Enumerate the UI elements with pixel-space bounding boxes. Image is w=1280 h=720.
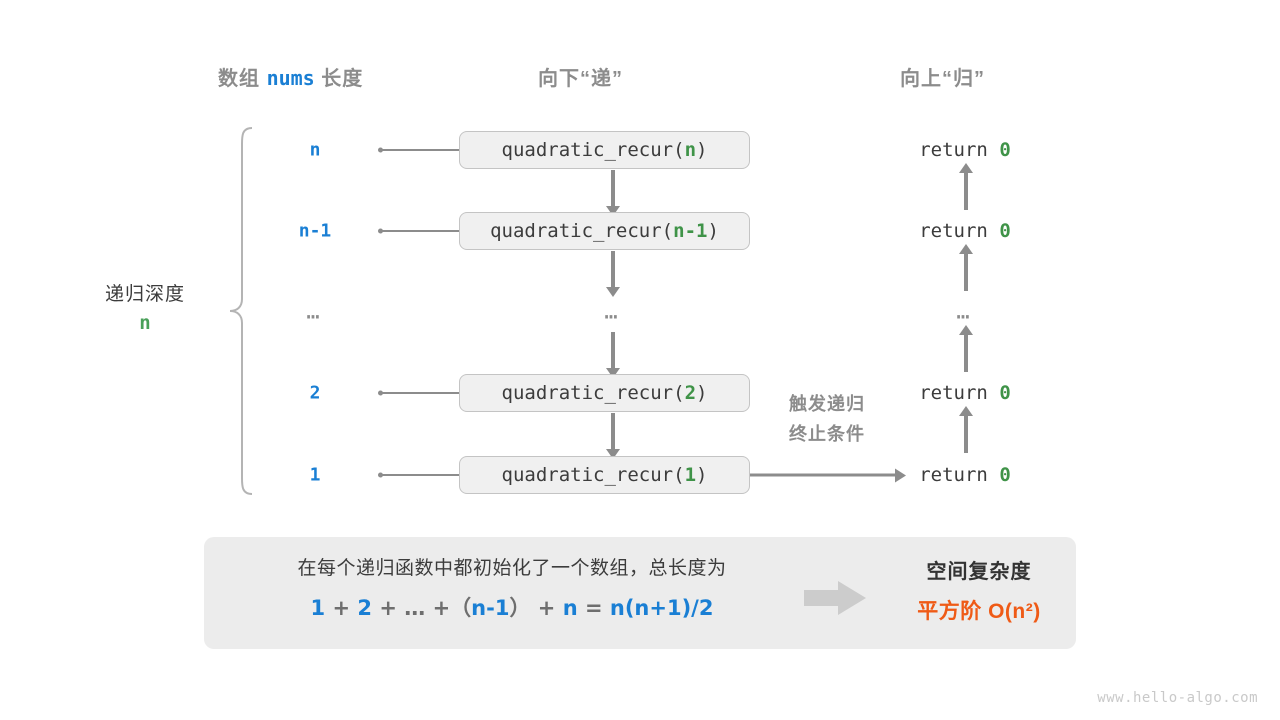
recursion-depth-title: 递归深度 — [104, 284, 185, 305]
return-value-4: 0 — [999, 464, 1011, 486]
array-length-row-4: 1 — [309, 464, 321, 486]
call-box-suffix-3: ) — [696, 382, 708, 404]
call-box-row-0: quadratic_recur(n) — [459, 131, 750, 169]
termination-note-line2: 终止条件 — [789, 423, 865, 444]
ascend-arrow-3 — [959, 406, 973, 453]
base-case-arrow — [750, 468, 906, 482]
call-box-prefix-4: quadratic_recur( — [501, 464, 685, 486]
return-keyword-3: return — [919, 382, 988, 404]
termination-note-line1: 触发递归 — [789, 394, 865, 414]
formula-op-3: + — [432, 596, 451, 620]
connector-row-3 — [380, 392, 462, 394]
formula-term-5: n — [562, 596, 578, 620]
array-length-row-1: n-1 — [298, 220, 332, 242]
call-box-suffix-1: ) — [707, 220, 719, 242]
call-box-prefix-3: quadratic_recur( — [501, 382, 685, 404]
call-box-row-4: quadratic_recur(1) — [459, 456, 750, 494]
summary-panel: 在每个递归函数中都初始化了一个数组，总长度为 1 + 2 + … +（n-1） … — [204, 537, 1076, 649]
return-row-4: return 0 — [865, 464, 1065, 486]
formula-term-1: 1 — [310, 596, 326, 620]
complexity-title: 空间复杂度 — [926, 561, 1032, 583]
call-box-arg-3: 2 — [684, 382, 697, 404]
formula-term-4: n-1 — [471, 596, 510, 620]
connector-row-0 — [380, 149, 462, 151]
call-box-arg-4: 1 — [684, 464, 697, 486]
termination-note: 触发递归 终止条件 — [752, 390, 902, 449]
return-row-3: return 0 — [865, 382, 1065, 404]
watermark: www.hello-algo.com — [1097, 690, 1258, 706]
depth-brace — [229, 127, 253, 495]
summary-right: 空间复杂度 平方阶 O(n²) — [884, 555, 1074, 625]
connector-row-4 — [380, 474, 462, 476]
right-block-arrow-icon — [804, 581, 866, 615]
recursion-depth-value: n — [139, 312, 151, 335]
connector-row-1 — [380, 230, 462, 232]
formula-term-3: … — [404, 596, 426, 620]
descend-arrow-2 — [606, 332, 620, 378]
formula-result: n(n+1)/2 — [609, 596, 714, 620]
return-value-0: 0 — [999, 139, 1011, 161]
ascend-arrow-2 — [959, 325, 973, 372]
ascend-arrow-1 — [959, 244, 973, 291]
call-box-prefix-0: quadratic_recur( — [501, 139, 685, 161]
return-keyword-4: return — [919, 464, 988, 486]
formula-equals: = — [584, 596, 603, 620]
descend-arrow-3 — [606, 413, 620, 459]
complexity-value: 平方阶 O(n²) — [917, 600, 1041, 623]
return-row-0: return 0 — [865, 139, 1065, 161]
descend-arrow-0 — [606, 170, 620, 216]
formula-op-4: + — [537, 596, 556, 620]
formula-paren-close: ） — [509, 596, 531, 620]
return-row-1: return 0 — [865, 220, 1065, 242]
return-keyword-1: return — [919, 220, 988, 242]
header-array-prefix: 数组 — [218, 68, 260, 90]
call-box-arg-1: n-1 — [673, 220, 708, 242]
header-ascend: 向上“归” — [900, 68, 985, 90]
call-box-arg-0: n — [684, 139, 697, 161]
array-length-row-0: n — [309, 139, 321, 161]
formula-op-1: + — [332, 596, 351, 620]
return-value-1: 0 — [999, 220, 1011, 242]
return-value-3: 0 — [999, 382, 1011, 404]
call-box-row-2: … — [604, 299, 622, 325]
call-box-prefix-1: quadratic_recur( — [490, 220, 674, 242]
header-array-suffix: 长度 — [321, 68, 364, 90]
recursion-depth-label: 递归深度 n — [55, 280, 235, 339]
return-keyword-0: return — [919, 139, 988, 161]
summary-formula: 1 + 2 + … +（n-1） + n = n(n+1)/2 — [232, 592, 792, 622]
header-descend: 向下“递” — [538, 68, 623, 90]
summary-description: 在每个递归函数中都初始化了一个数组，总长度为 — [297, 558, 727, 579]
call-box-suffix-4: ) — [696, 464, 708, 486]
summary-left: 在每个递归函数中都初始化了一个数组，总长度为 1 + 2 + … +（n-1） … — [232, 553, 792, 622]
ascend-arrow-0 — [959, 163, 973, 210]
call-box-row-1: quadratic_recur(n-1) — [459, 212, 750, 250]
array-length-row-2: … — [306, 299, 324, 325]
return-row-2: … — [956, 299, 974, 325]
array-length-row-3: 2 — [309, 382, 321, 404]
call-box-row-3: quadratic_recur(2) — [459, 374, 750, 412]
formula-term-2: 2 — [357, 596, 373, 620]
descend-arrow-1 — [606, 251, 620, 297]
call-box-suffix-0: ) — [696, 139, 708, 161]
header-array-length: 数组 nums 长度 — [218, 62, 363, 91]
header-array-nums: nums — [266, 66, 315, 90]
formula-paren-open: （ — [450, 596, 472, 620]
formula-op-2: + — [379, 596, 397, 620]
